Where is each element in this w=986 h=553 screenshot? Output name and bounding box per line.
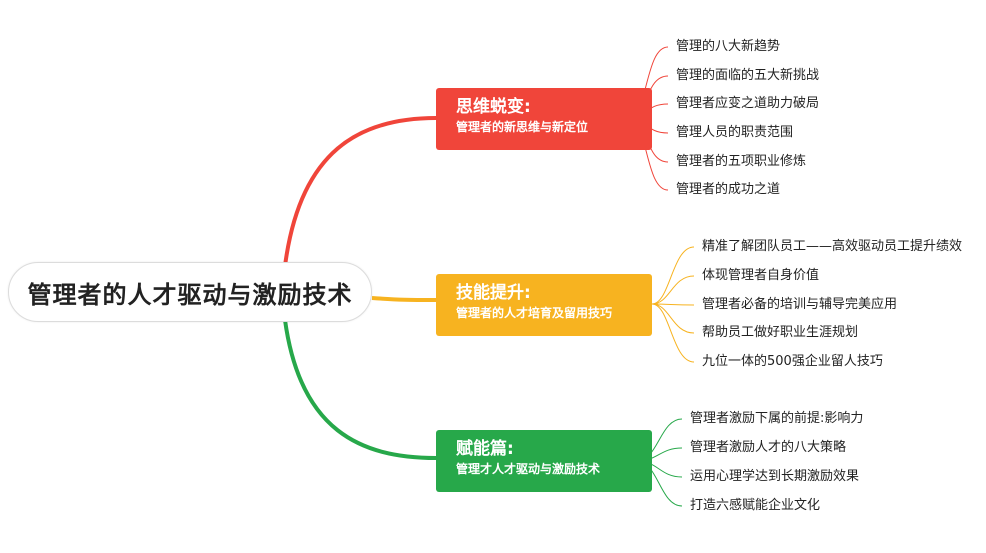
leaf-item[interactable]: 管理者的五项职业修炼 bbox=[676, 154, 807, 169]
branch-subtitle: 管理者的人才培育及留用技巧 bbox=[456, 306, 613, 320]
branch-empowerment[interactable]: 赋能篇: 管理才人才驱动与激励技术 bbox=[436, 430, 652, 492]
leaf-item[interactable]: 管理者的成功之道 bbox=[676, 182, 781, 197]
branch-skills[interactable]: 技能提升: 管理者的人才培育及留用技巧 bbox=[436, 274, 652, 336]
branch-subtitle: 管理者的新思维与新定位 bbox=[456, 120, 589, 134]
branch-title: 赋能篇: bbox=[456, 439, 514, 459]
leaf-item[interactable]: 管理人员的职责范围 bbox=[676, 125, 794, 140]
connector-root-green bbox=[283, 319, 437, 460]
branch-subtitle: 管理才人才驱动与激励技术 bbox=[456, 462, 601, 476]
leaf-item[interactable]: 体现管理者自身价值 bbox=[702, 268, 820, 283]
leaf-item[interactable]: 管理者应变之道助力破局 bbox=[676, 96, 820, 111]
leaf-item[interactable]: 运用心理学达到长期激励效果 bbox=[690, 469, 860, 484]
connector-root-yellow bbox=[371, 296, 437, 302]
root-node[interactable]: 管理者的人才驱动与激励技术 bbox=[8, 262, 372, 322]
leaf-item[interactable]: 管理者激励下属的前提:影响力 bbox=[690, 411, 864, 426]
connector-root-red bbox=[283, 116, 437, 267]
leaf-item[interactable]: 帮助员工做好职业生涯规划 bbox=[702, 325, 859, 340]
branch-mindset[interactable]: 思维蜕变: 管理者的新思维与新定位 bbox=[436, 88, 652, 150]
leaf-item[interactable]: 管理的八大新趋势 bbox=[676, 39, 781, 54]
branch-title: 技能提升: bbox=[456, 283, 531, 303]
root-label: 管理者的人才驱动与激励技术 bbox=[27, 280, 353, 309]
leaf-item[interactable]: 打造六感赋能企业文化 bbox=[690, 498, 821, 513]
leaf-item[interactable]: 管理的面临的五大新挑战 bbox=[676, 68, 820, 83]
leaf-item[interactable]: 九位一体的500强企业留人技巧 bbox=[702, 354, 883, 369]
branch-title: 思维蜕变: bbox=[456, 97, 531, 117]
leaf-item[interactable]: 管理者激励人才的八大策略 bbox=[690, 440, 847, 455]
leaf-item[interactable]: 精准了解团队员工——高效驱动员工提升绩效 bbox=[702, 239, 963, 254]
leaf-item[interactable]: 管理者必备的培训与辅导完美应用 bbox=[702, 297, 898, 312]
